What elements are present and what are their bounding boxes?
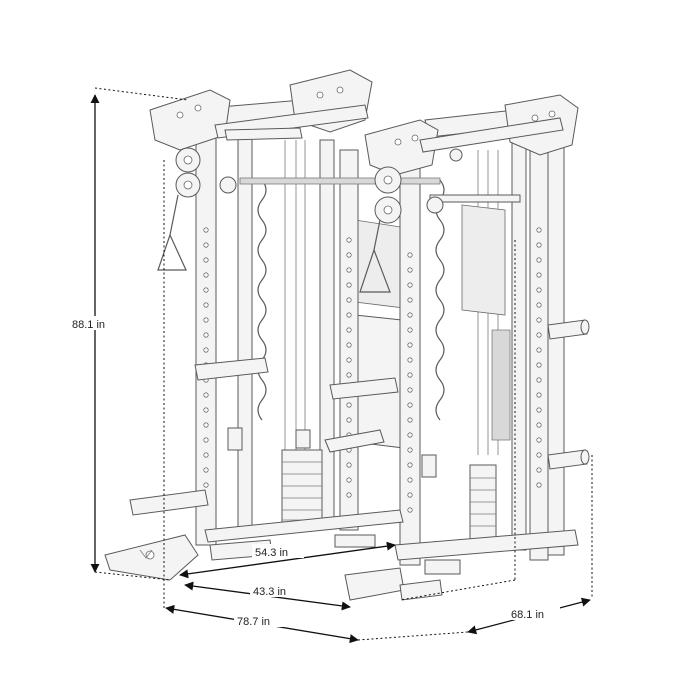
wave-columns	[257, 179, 445, 421]
inner-width-label: 43.3 in	[253, 586, 286, 598]
inner-depth-label: 54.3 in	[255, 547, 288, 559]
height-label: 88.1 in	[72, 319, 105, 331]
weight-horns	[547, 319, 590, 470]
weight-stack-right	[469, 464, 497, 541]
pulleys	[175, 147, 444, 224]
dimension-labels: 88.1 in 54.3 in 43.3 in 78.7 in 68.1 in	[66, 316, 560, 628]
machine-illustration	[104, 69, 590, 601]
inner-depth-dimension-line	[179, 541, 396, 579]
landmine-plate	[104, 534, 199, 581]
overall-width-label: 78.7 in	[237, 616, 270, 628]
cable-handles	[157, 194, 391, 293]
overall-depth-label: 68.1 in	[511, 609, 544, 621]
weight-stack-left	[281, 449, 323, 531]
safety-arms	[194, 357, 399, 453]
front-uprights	[195, 129, 549, 566]
spring-collars	[227, 427, 437, 478]
upright-holes	[203, 227, 542, 513]
pegboard-panel	[354, 204, 511, 451]
top-crossbars	[214, 104, 564, 153]
